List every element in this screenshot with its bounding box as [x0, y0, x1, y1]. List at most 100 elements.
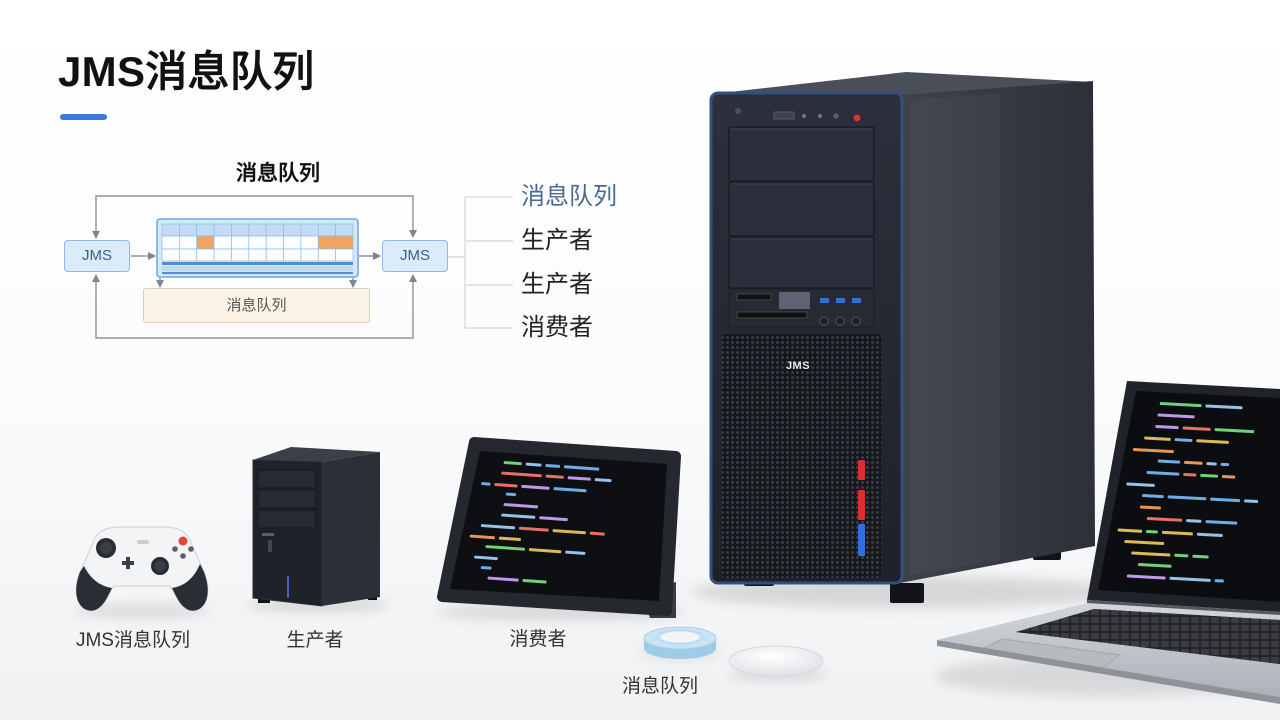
code-token: [1174, 553, 1189, 558]
jms-node-left: JMS: [64, 240, 130, 272]
code-token: [1155, 425, 1179, 430]
code-token: [480, 566, 492, 570]
usb-port: [836, 298, 845, 303]
queue-cell: [231, 248, 250, 262]
code-token: [589, 531, 605, 536]
drive-bay: [728, 236, 875, 289]
reset-button: [833, 113, 839, 119]
drive-bay: [257, 469, 317, 489]
dpad: [126, 557, 130, 569]
queue-cells: [161, 223, 354, 262]
code-token: [1159, 402, 1202, 408]
queue-cell: [248, 223, 267, 237]
queue-cell: [196, 248, 215, 262]
code-token: [1117, 528, 1143, 533]
face-button: [180, 553, 186, 559]
code-token: [469, 534, 495, 540]
code-line: [505, 492, 517, 497]
laptop-front-edge: [937, 640, 1280, 704]
legend-item-producer: 生产者: [521, 271, 593, 298]
bracket-stem: [447, 197, 466, 328]
indicator-light: [817, 113, 823, 119]
code-token: [1205, 520, 1238, 525]
code-token: [501, 513, 536, 519]
queue-cell: [283, 248, 302, 262]
queue-cell: [300, 248, 319, 262]
code-token: [545, 463, 561, 468]
code-line: [501, 513, 568, 522]
code-line: [485, 545, 586, 555]
io-panel: [728, 288, 875, 328]
code-token: [1161, 530, 1193, 536]
code-line: [481, 482, 587, 493]
code-token: [522, 579, 547, 584]
queue-cell: [179, 235, 198, 250]
code-line: [1146, 517, 1238, 525]
queue-cell: [213, 248, 232, 262]
code-token: [1126, 482, 1155, 487]
queue-cell: [300, 223, 319, 237]
code-token: [1146, 530, 1158, 534]
queue-cell: [161, 248, 180, 262]
queue-cell: [248, 235, 267, 250]
code-token: [485, 545, 526, 551]
drive-bay: [257, 489, 317, 509]
code-line: [1117, 528, 1223, 537]
face-button: [188, 546, 194, 552]
code-line: [1138, 563, 1172, 568]
caption-gamepad: JMS消息队列: [75, 630, 190, 651]
tower-logo: JMS: [785, 360, 811, 372]
code-line: [501, 471, 612, 483]
queue-cell: [248, 248, 267, 262]
code-token: [503, 461, 522, 466]
code-token: [565, 550, 586, 555]
tower-computer-icon: [709, 72, 1095, 603]
mesh-panel: [722, 334, 882, 578]
jms-node-right: JMS: [382, 240, 448, 272]
code-token: [1124, 540, 1165, 546]
queue-cell: [231, 235, 250, 250]
code-token: [1139, 505, 1161, 510]
panel-button: [835, 316, 845, 326]
code-token: [1146, 471, 1180, 476]
code-token: [1174, 438, 1193, 442]
code-token: [567, 476, 591, 481]
code-token: [1157, 459, 1181, 464]
bottom-loop-arrow: [92, 274, 417, 339]
code-token: [553, 487, 587, 493]
queue-store-box: 消息队列: [143, 288, 370, 323]
code-token: [1214, 428, 1255, 434]
gamepad-center-button: [137, 540, 149, 544]
code-token: [1206, 462, 1217, 466]
panel-button: [851, 316, 861, 326]
usb-port: [262, 533, 274, 536]
queue-cell: [283, 235, 302, 250]
code-token: [1196, 439, 1229, 444]
queue-stripe: [162, 262, 353, 265]
power-button: [853, 114, 861, 122]
code-line: [1131, 551, 1209, 559]
slide-title: JMS消息队列: [58, 48, 315, 95]
code-token: [552, 529, 586, 535]
gamepad-icon: [75, 526, 209, 612]
code-line: [487, 576, 547, 584]
code-token: [1186, 519, 1202, 523]
code-line: [1157, 413, 1195, 419]
code-token: [503, 503, 539, 509]
usb-port: [820, 298, 829, 303]
code-token: [505, 492, 517, 497]
code-token: [1169, 576, 1211, 582]
front-display: [779, 292, 810, 309]
code-line: [1132, 448, 1174, 454]
queue-cell: [179, 223, 198, 237]
code-token: [1167, 495, 1207, 501]
tape-roll-icon: [643, 626, 717, 659]
queue-message-cell: [196, 235, 215, 250]
code-token: [1220, 462, 1230, 467]
legend-bracket: [447, 196, 513, 329]
queue-cell: [265, 248, 284, 262]
mouse-body: [728, 645, 824, 677]
code-line: [1126, 574, 1224, 583]
code-token: [1146, 517, 1183, 522]
